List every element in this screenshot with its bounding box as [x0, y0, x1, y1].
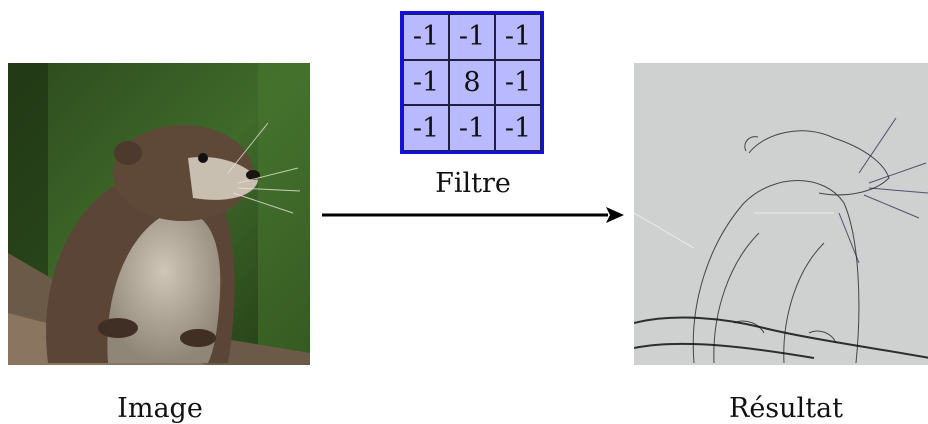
- edge-detected-otter-icon: [634, 63, 928, 365]
- kernel-cell: -1: [449, 105, 495, 151]
- filter-label: Filtre: [435, 168, 511, 199]
- result-image: [634, 63, 928, 365]
- kernel-cell: -1: [449, 14, 495, 60]
- kernel-cell: -1: [403, 59, 449, 106]
- kernel-cell: -1: [403, 14, 449, 60]
- kernel-cell: -1: [495, 14, 541, 60]
- kernel-cell: 8: [449, 59, 495, 106]
- kernel-cell: -1: [495, 59, 541, 106]
- kernel-cell: -1: [403, 105, 449, 151]
- filter-kernel-grid: -1 -1 -1 -1 8 -1 -1 -1 -1: [400, 11, 544, 154]
- kernel-cell: -1: [495, 105, 541, 151]
- otter-photo-icon: [8, 63, 310, 365]
- arrow-right-icon: [318, 200, 628, 230]
- input-label: Image: [117, 393, 203, 424]
- input-image: [8, 63, 310, 365]
- output-label: Résultat: [729, 393, 843, 424]
